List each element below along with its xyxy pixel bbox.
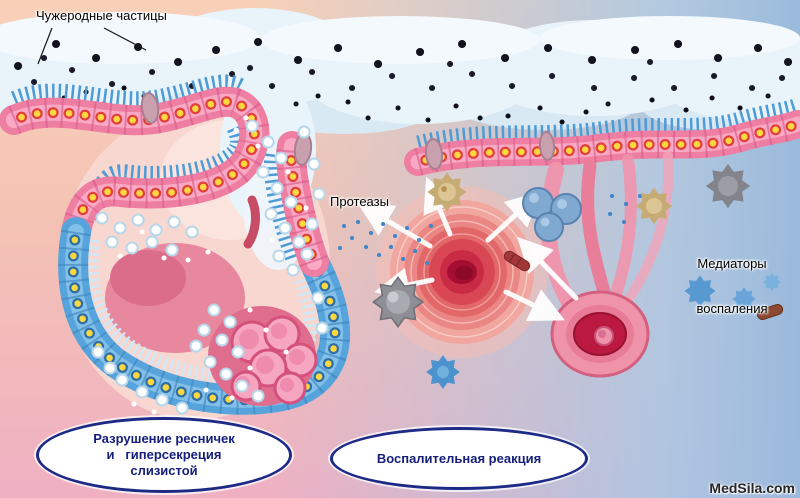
label-leader-lines bbox=[37, 27, 147, 65]
callout-cilia-destruction: Разрушение ресничек и гиперсекреция слиз… bbox=[36, 417, 292, 493]
callout-inflammatory-reaction: Воспалительная реакция bbox=[330, 427, 588, 490]
macrophage-cell bbox=[705, 163, 751, 209]
callout-cilia-line2: и гиперсекреция bbox=[106, 447, 222, 462]
callout-inflammatory-text: Воспалительная реакция bbox=[376, 450, 542, 466]
callout-cilia-line3: слизистой bbox=[130, 463, 198, 478]
inflammation-focus bbox=[376, 186, 548, 358]
callout-cilia-line1: Разрушение ресничек bbox=[93, 431, 235, 446]
granulocyte-cell bbox=[635, 187, 673, 225]
granulocyte-cell bbox=[427, 172, 467, 212]
blood-vessel bbox=[550, 290, 650, 378]
leukocyte-cluster bbox=[522, 187, 582, 242]
label-proteases: Протеазы bbox=[330, 194, 389, 209]
watermark: MedSila.com bbox=[709, 480, 795, 496]
cilia bbox=[10, 74, 800, 384]
label-mediators-line1: Медиаторы bbox=[697, 256, 767, 271]
protease-droplets bbox=[338, 194, 643, 265]
label-inflammation-mediators: Медиаторы воспаления bbox=[676, 226, 788, 331]
mediator-cells bbox=[426, 272, 782, 389]
bacteria-rod bbox=[503, 250, 784, 320]
macrophage-cell bbox=[372, 276, 424, 328]
label-mediators-line2: воспаления bbox=[696, 301, 768, 316]
foreign-particles bbox=[14, 38, 793, 125]
label-foreign-particles: Чужеродные частицы bbox=[36, 8, 167, 23]
mucus-bubbles bbox=[91, 115, 329, 415]
